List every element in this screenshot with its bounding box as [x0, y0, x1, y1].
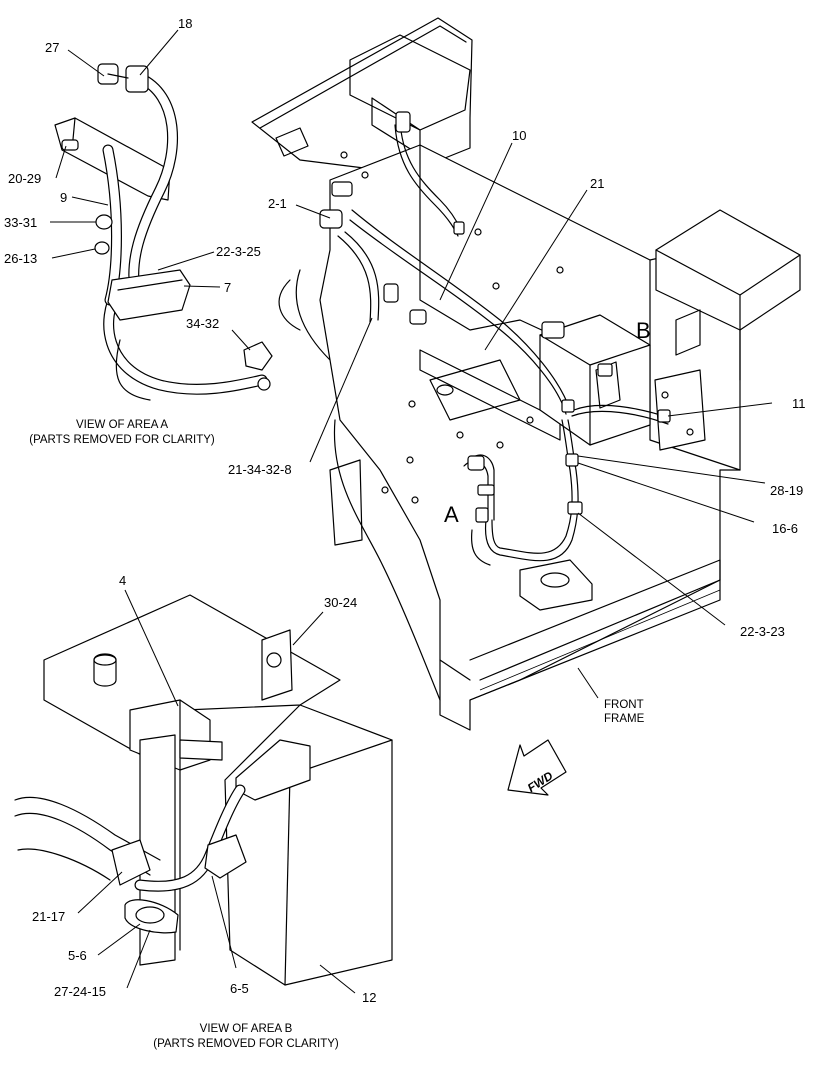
- front-frame-label-line2: FRAME: [604, 713, 645, 725]
- callout-21-17: 21-17: [32, 909, 65, 924]
- callout-22-3-23: 22-3-23: [740, 624, 785, 639]
- area-marker-b: B: [636, 318, 651, 343]
- callout-21-34-32-8: 21-34-32-8: [228, 462, 292, 477]
- callout-4: 4: [119, 573, 126, 588]
- callout-16-6: 16-6: [772, 521, 798, 536]
- callout-12: 12: [362, 990, 376, 1005]
- caption-area-b-line1: VIEW OF AREA B: [200, 1023, 293, 1035]
- callout-2-1: 2-1: [268, 196, 287, 211]
- front-frame-label-line1: FRONT: [604, 699, 644, 711]
- callout-7: 7: [224, 280, 231, 295]
- callout-labels: 18 27 20-29 9 33-31 26-13 22-3-25 7 34-3…: [4, 16, 806, 1050]
- caption-area-b-line2: (PARTS REMOVED FOR CLARITY): [153, 1038, 339, 1050]
- callout-28-19: 28-19: [770, 483, 803, 498]
- caption-area-a-line1: VIEW OF AREA A: [76, 419, 168, 431]
- callout-11: 11: [792, 396, 806, 411]
- callout-27: 27: [45, 40, 59, 55]
- callout-33-31: 33-31: [4, 215, 37, 230]
- harness-routing: [319, 111, 671, 566]
- callout-27-24-15: 27-24-15: [54, 984, 106, 999]
- callout-26-13: 26-13: [4, 251, 37, 266]
- view-area-b: [14, 594, 393, 986]
- callout-20-29: 20-29: [8, 171, 41, 186]
- callout-5-6: 5-6: [68, 948, 87, 963]
- area-marker-a: A: [444, 502, 459, 527]
- callout-18: 18: [178, 16, 192, 31]
- caption-area-a-line2: (PARTS REMOVED FOR CLARITY): [29, 434, 215, 446]
- callout-9: 9: [60, 190, 67, 205]
- fwd-arrow: [507, 739, 567, 796]
- callout-21: 21: [590, 176, 604, 191]
- callout-10: 10: [512, 128, 526, 143]
- callout-30-24: 30-24: [324, 595, 357, 610]
- leader-lines: [50, 29, 773, 994]
- callout-6-5: 6-5: [230, 981, 249, 996]
- view-area-a: [54, 63, 273, 401]
- callout-22-3-25: 22-3-25: [216, 244, 261, 259]
- callout-34-32: 34-32: [186, 316, 219, 331]
- front-frame-assembly: [251, 17, 801, 731]
